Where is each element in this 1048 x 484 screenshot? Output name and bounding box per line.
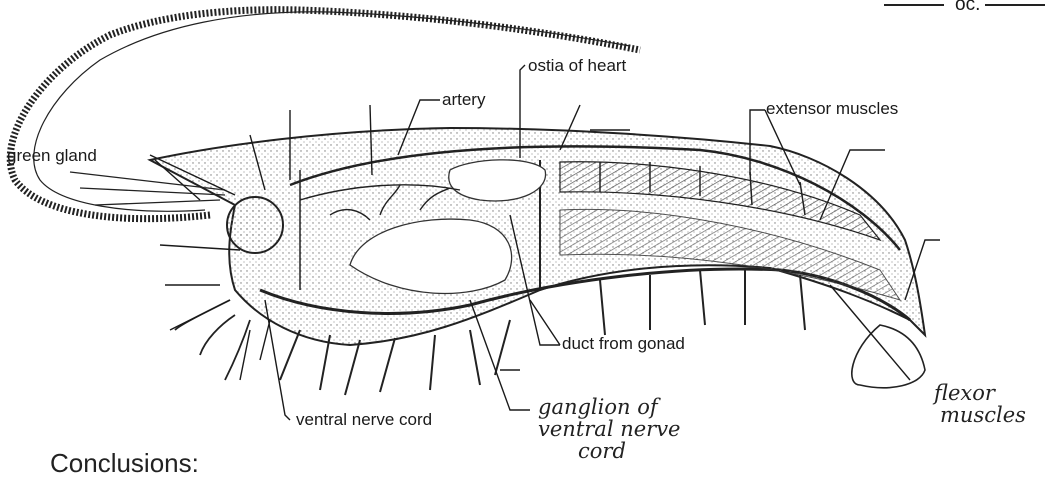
label-duct-from-gonad: duct from gonad (562, 334, 685, 354)
handwritten-flexor-label: flexor muscles (926, 382, 1012, 426)
label-ventral-nerve-cord: ventral nerve cord (296, 410, 432, 430)
label-extensor-muscles: extensor muscles (766, 99, 898, 119)
claws (175, 300, 250, 380)
handwritten-line: flexor (934, 382, 1020, 404)
label-ostia-of-heart: ostia of heart (528, 56, 626, 76)
handwritten-line: ventral nerve (538, 418, 681, 440)
handwritten-line: cord (578, 440, 721, 462)
tail-fan (852, 325, 925, 388)
handwritten-line: muscles (940, 404, 1026, 426)
label-artery: artery (442, 90, 485, 110)
handwritten-ganglion-label: ganglion of ventral nerve cord (538, 396, 681, 462)
conclusions-heading: Conclusions: (50, 448, 199, 479)
green-gland (227, 197, 283, 253)
label-green-gland: green gland (7, 146, 97, 166)
handwritten-line: ganglion of (538, 396, 681, 418)
